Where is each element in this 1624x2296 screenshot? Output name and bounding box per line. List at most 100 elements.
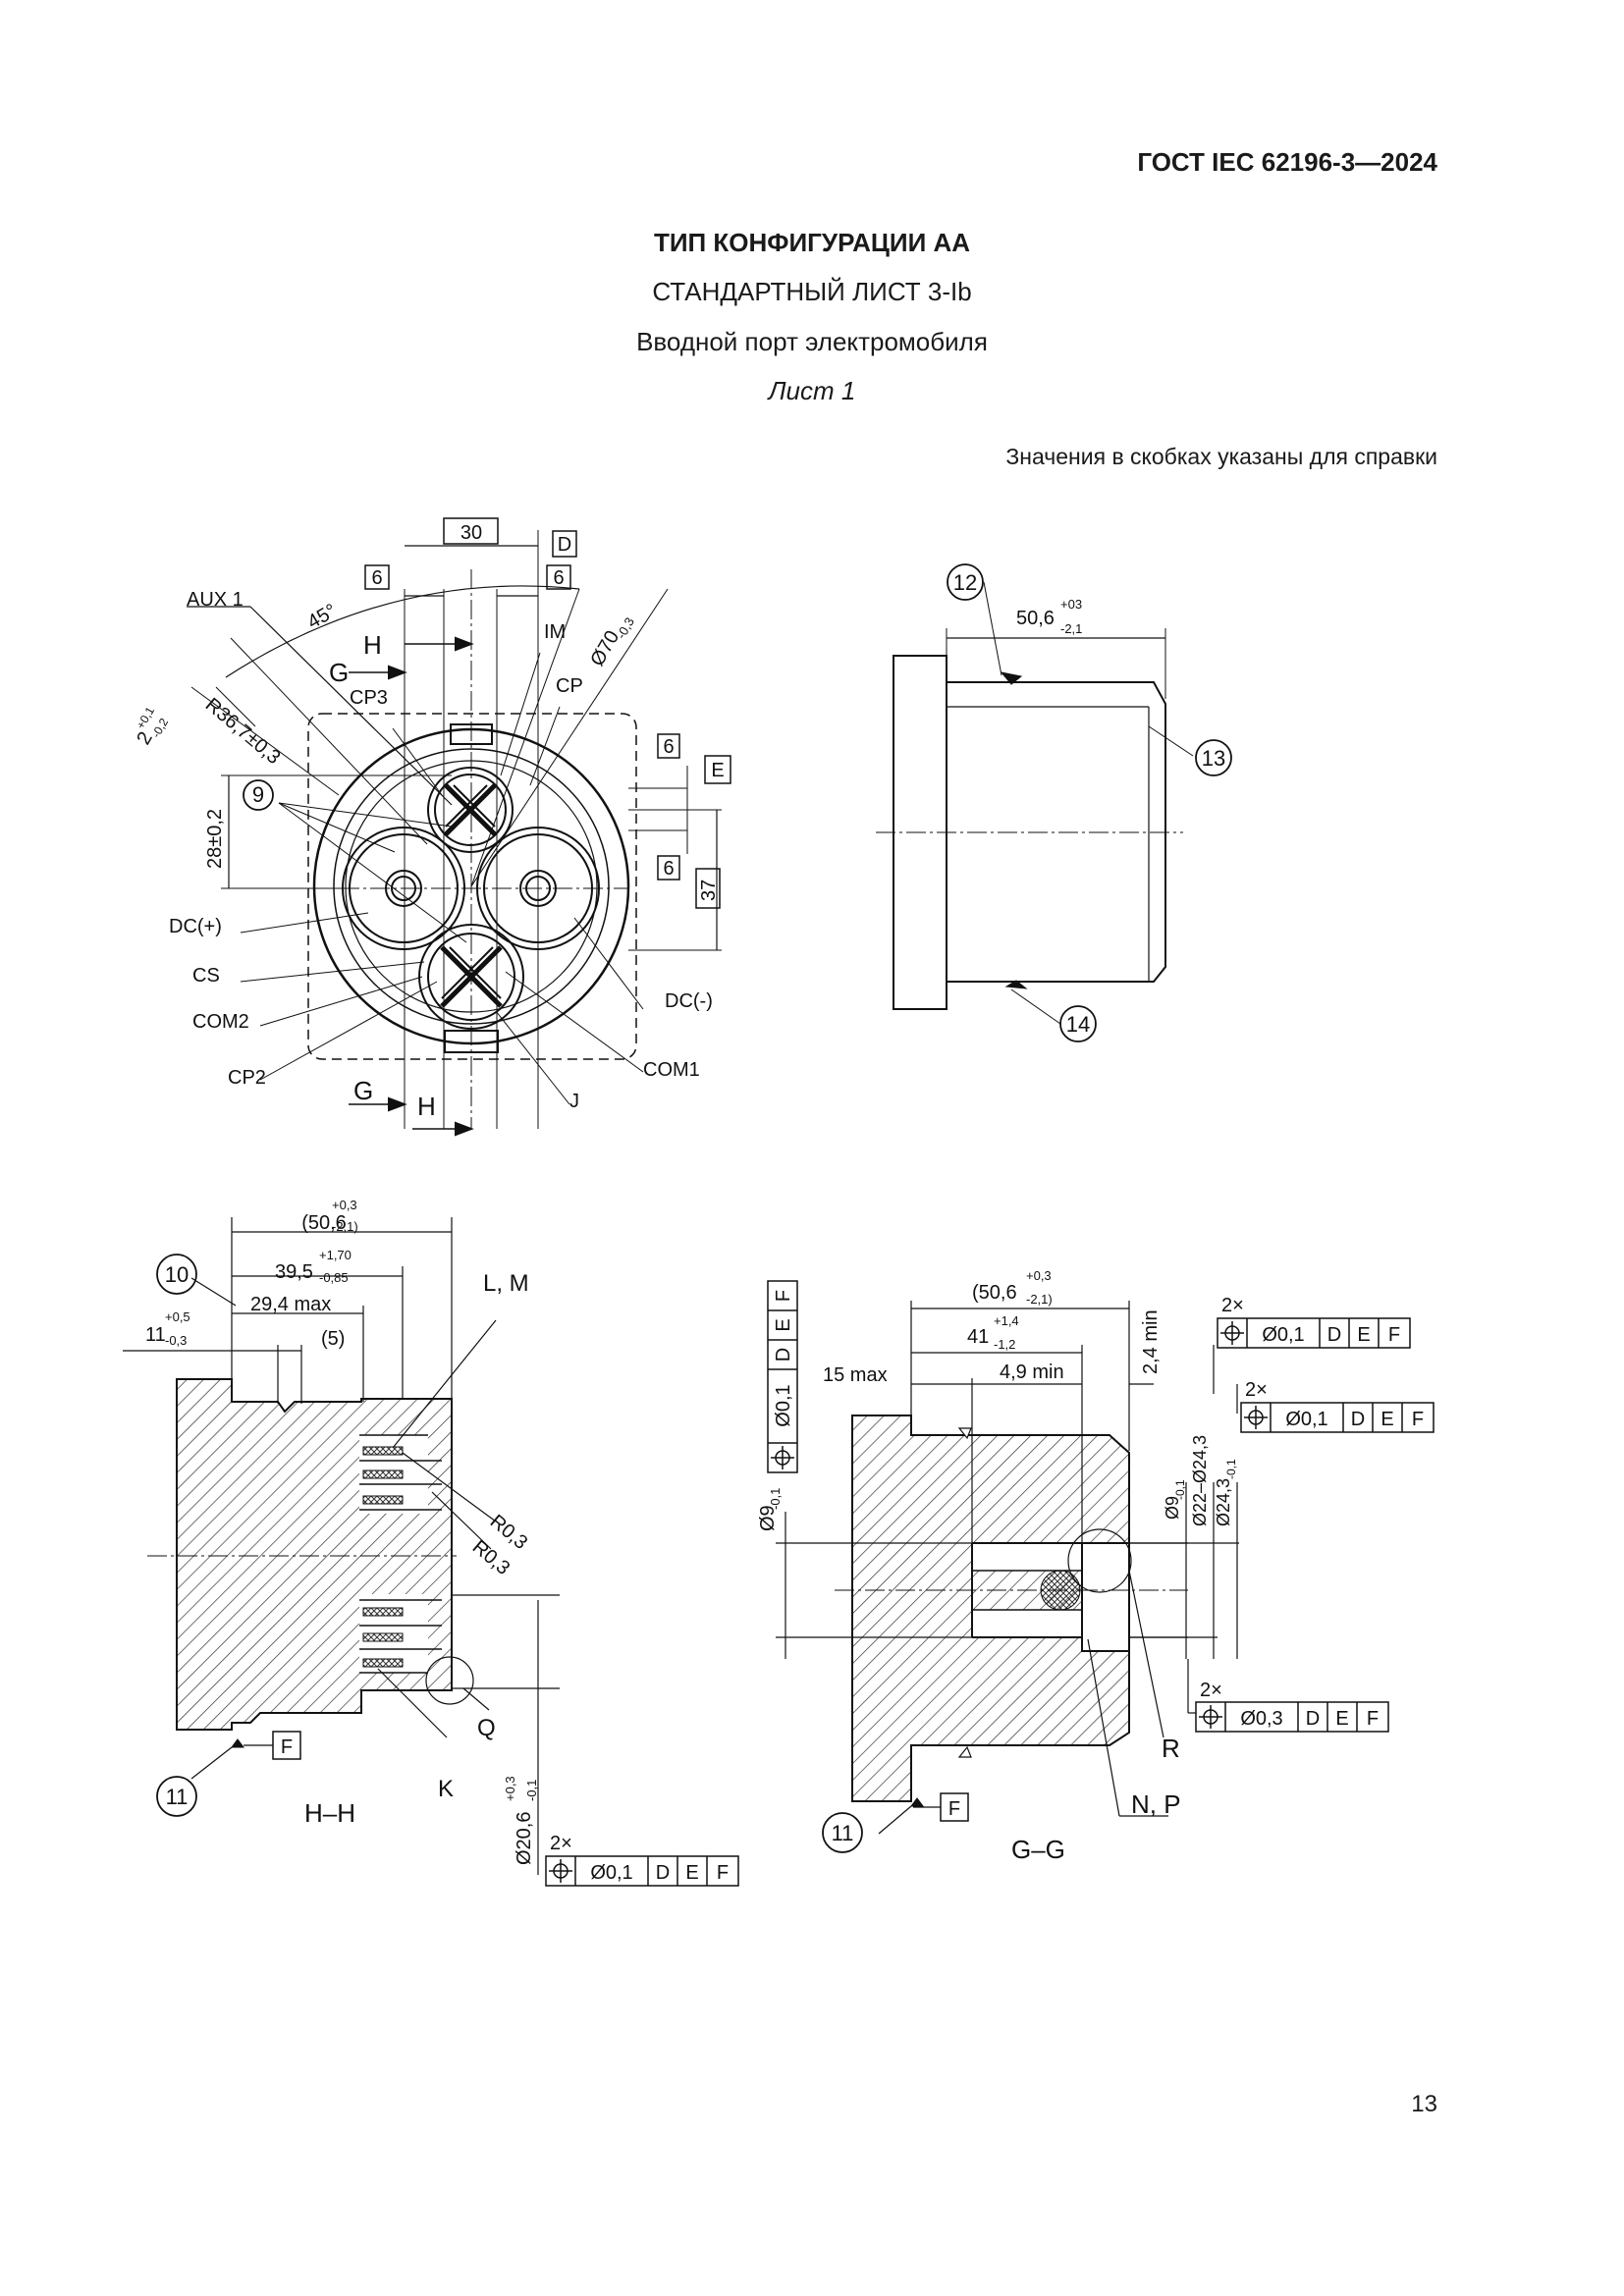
gg-len-ref-up: +0,3 [1026,1268,1052,1283]
side-length-low: -2,1 [1060,621,1082,636]
dc-plus-label: DC(+) [169,916,222,937]
hh-q: Q [477,1715,496,1741]
gg-fcf2-e: E [1380,1409,1393,1430]
hh-body [176,1378,453,1731]
gg-vfcf-e: E [773,1318,794,1331]
gg-fcf3-d: D [1306,1708,1320,1730]
im-label: IM [544,621,566,643]
gg-vertical-fcf [767,1280,798,1473]
gg-fcf3 [1195,1701,1389,1733]
cp2-label: CP2 [228,1067,266,1089]
section-g-top: G [329,658,349,687]
hh-dia206-up: +0,3 [503,1776,517,1801]
side-view [876,581,1194,1025]
gg-vfcf-tol: Ø0,1 [773,1384,794,1426]
side-length: 50,6 [1016,608,1055,629]
section-g-bottom: G [353,1076,373,1105]
side-body [946,681,1166,983]
gg-fcf2 [1240,1402,1435,1433]
top-pin-group [427,767,514,853]
radius-label: R36,7±0,3 [201,694,285,769]
gg-d41-up: +1,4 [994,1313,1019,1328]
com1-label: COM1 [643,1059,700,1081]
gg-section-label: G–G [1011,1835,1065,1864]
reference-note: Значения в скобках указаны для справки [1005,444,1437,469]
hh-fcf-count: 2× [550,1833,572,1854]
hh-dia206: Ø20,6 [514,1812,535,1865]
side-length-up: +03 [1060,597,1082,612]
gg-fcf1-e: E [1357,1324,1370,1346]
gg-np: N, P [1131,1789,1181,1819]
dim-6d-label: 6 [663,858,674,880]
gg-d41-low: -1,2 [994,1337,1015,1352]
callout-10: 10 [165,1262,189,1287]
hh-d11-up: +0,5 [165,1309,190,1324]
j-label: J [569,1091,579,1112]
dim-6c-label: 6 [663,736,674,758]
gg-fcf2-tol: Ø0,1 [1285,1409,1327,1430]
gg-fcf1-f: F [1388,1324,1400,1346]
datum-d-box [552,530,577,558]
gg-fcf1-tol: Ø0,1 [1262,1324,1304,1346]
hh-k: K [438,1776,454,1802]
gg-fcf3-count: 2× [1200,1680,1222,1701]
gg-fcf1-count: 2× [1221,1295,1244,1316]
gg-len-ref-low: -2,1) [1026,1292,1053,1307]
dim-30-box [443,517,499,545]
gg-d41: 41 [967,1326,989,1348]
callout-9-circle [243,779,274,811]
callout-9: 9 [252,782,264,807]
hh-lm: L, M [483,1270,529,1297]
gg-fcf2-f: F [1412,1409,1424,1430]
hh-d11: 11 [145,1324,166,1346]
dc-minus-label: DC(-) [665,990,713,1012]
cp-label: CP [556,675,583,697]
gg-dia9-tol: -0,1 [768,1488,783,1510]
hh-d294: 29,4 max [250,1294,331,1315]
gg-d15: 15 max [823,1364,888,1386]
section-gg [776,1301,1239,1835]
gg-fcf3-e: E [1335,1708,1348,1730]
hh-d395-up: +1,70 [319,1248,352,1262]
gg-dia243-tol: -0,1 [1224,1459,1238,1479]
hh-callout-11: 11 [166,1785,189,1809]
hh-feature-control-frame [545,1855,739,1887]
standard-sheet-title: СТАНДАРТНЫЙ ЛИСТ 3-Ib [652,277,972,306]
gg-fcf1 [1217,1317,1411,1349]
gg-fcf3-f: F [1367,1708,1379,1730]
gg-dia22: Ø22–Ø24,3 [1190,1435,1210,1526]
sheet-description: Вводной порт электромобиля [636,327,988,356]
front-view [187,530,722,1137]
dim-28-label: 28±0,2 [204,809,226,869]
side-view-labels: 12 13 14 50,6 +03 -2,1 [947,563,1232,1042]
sheet-number: Лист 1 [768,376,856,405]
section-hh-labels: (50,6 +0,3 -2,1) 39,5 +1,70 -0,85 29,4 m… [145,1198,739,1887]
hh-d5: (5) [321,1328,345,1350]
cs-label: CS [192,965,220,987]
gg-d49: 4,9 min [1000,1362,1064,1383]
gg-r: R [1162,1734,1180,1763]
gg-fcf2-d: D [1351,1409,1365,1430]
hh-datum-f: F [281,1736,293,1758]
section-h-bottom: H [417,1092,436,1121]
cp3-label: CP3 [350,687,388,709]
section-hh [123,1217,560,1875]
section-gg-labels: (50,6 +0,3 -2,1) 41 +1,4 -1,2 15 max 4,9… [757,1268,1435,1864]
dim-6a-label: 6 [371,567,382,589]
gg-dia243: Ø24,3 [1214,1478,1233,1526]
datum-d-label: D [558,534,571,556]
envelope-outline [307,713,637,1060]
gg-dia9: Ø9 [757,1505,779,1531]
hh-d395: 39,5 [275,1261,313,1283]
gg-callout-11: 11 [832,1821,854,1845]
dim-30-label: 30 [460,522,482,544]
page-number: 13 [1411,2091,1437,2117]
gg-fcf2-count: 2× [1245,1379,1268,1401]
hh-fcf-d: D [656,1862,670,1884]
configuration-title: ТИП КОНФИГУРАЦИИ АА [653,228,971,257]
callout-13: 13 [1202,746,1225,771]
gg-dia9b: Ø9 [1163,1496,1182,1520]
hh-fcf-e: E [685,1862,698,1884]
hh-section-label: H–H [304,1798,355,1828]
